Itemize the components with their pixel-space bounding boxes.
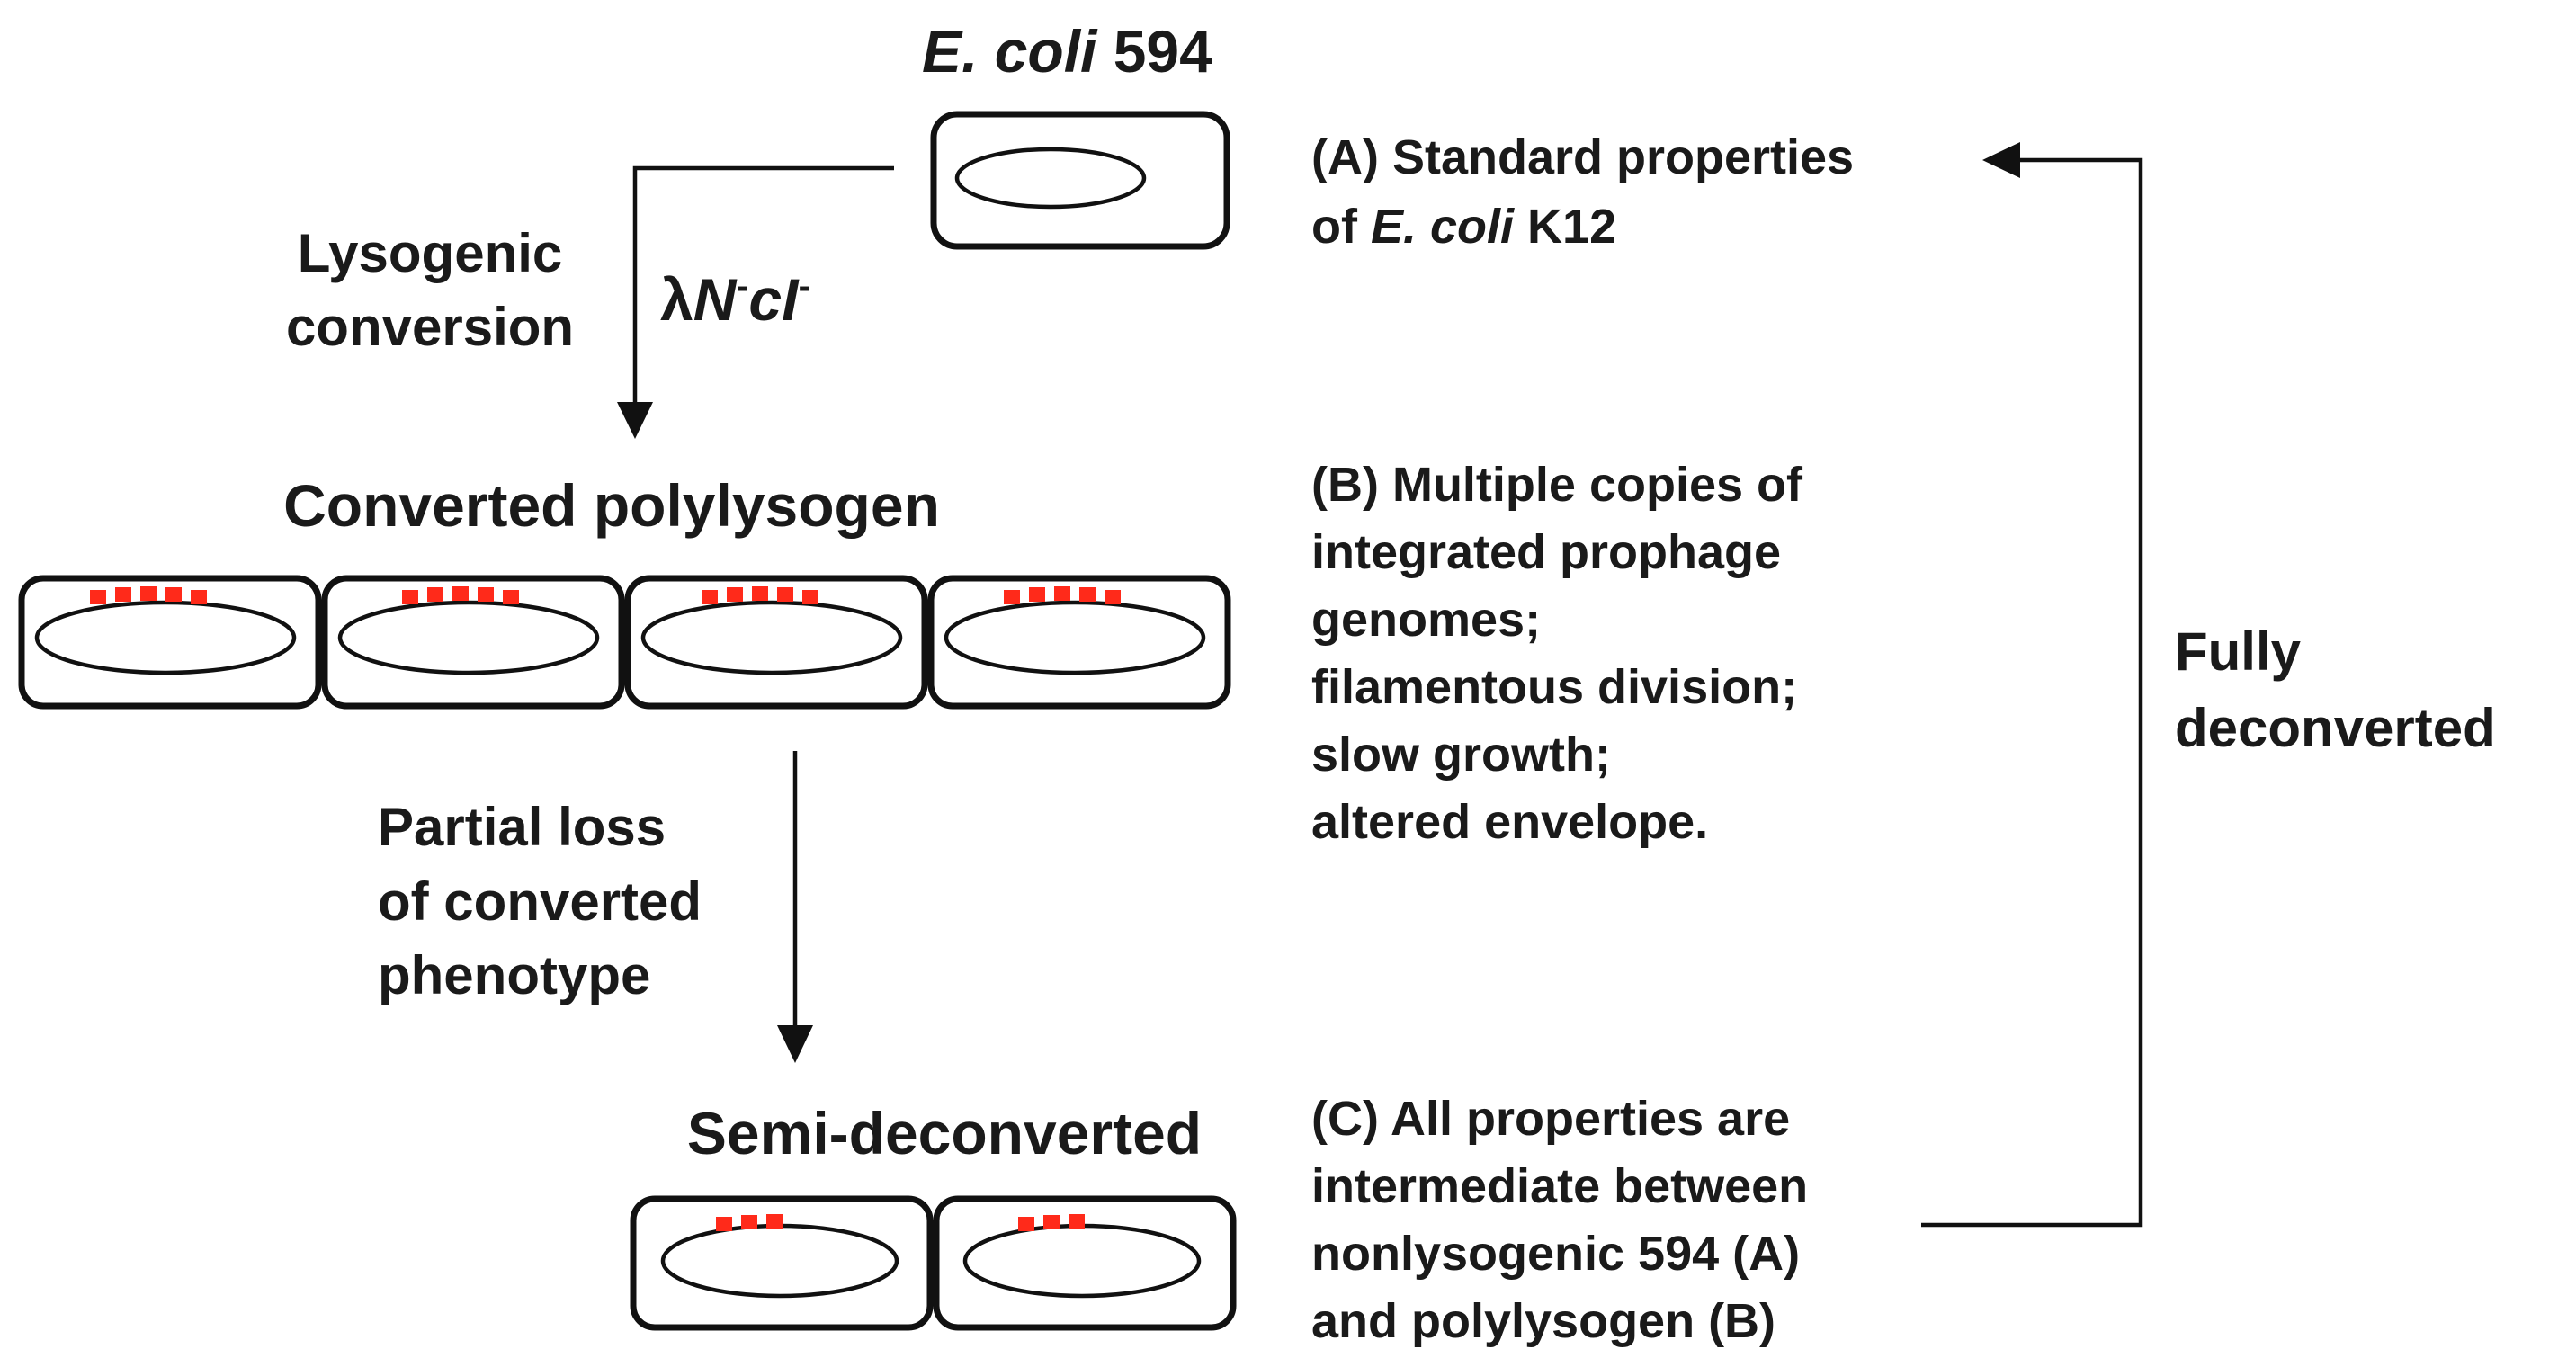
svg-text:filamentous division;: filamentous division;	[1311, 660, 1797, 714]
svg-text:(B) Multiple copies of: (B) Multiple copies of	[1311, 458, 1803, 512]
svg-text:nonlysogenic 594 (A): nonlysogenic 594 (A)	[1311, 1227, 1800, 1281]
lysogenic-label-line1: Lysogenic	[298, 223, 563, 283]
partial-loss-arrow	[777, 751, 813, 1063]
partial-label-line3: phenotype	[378, 945, 650, 1005]
lysogenic-conversion-arrow	[617, 165, 894, 439]
svg-text:(C) All properties are: (C) All properties are	[1311, 1092, 1790, 1146]
prophage-marker	[1029, 587, 1045, 602]
svg-text:integrated prophage: integrated prophage	[1311, 525, 1781, 579]
svg-text:(A) Standard properties: (A) Standard properties	[1311, 130, 1854, 184]
top-cell	[930, 111, 1230, 250]
prophage-marker	[727, 587, 743, 602]
property-c-text: (C) All properties are intermediate betw…	[1311, 1092, 1808, 1348]
svg-text:genomes;: genomes;	[1311, 593, 1541, 647]
full-label-line1: Fully	[2175, 621, 2302, 682]
svg-text:and polylysogen (B): and polylysogen (B)	[1311, 1294, 1775, 1348]
polylysogen-filament	[18, 575, 1231, 710]
prophage-marker	[165, 587, 182, 602]
svg-text:slow growth;: slow growth;	[1311, 728, 1611, 782]
top-strain-label: E. coli 594	[922, 18, 1212, 85]
bottom-strain-title: Semi-deconverted	[687, 1100, 1202, 1166]
semi-deconverted-filament	[630, 1195, 1237, 1331]
prophage-marker	[702, 590, 718, 604]
partial-label-line1: Partial loss	[378, 797, 666, 857]
prophage-marker	[1054, 586, 1070, 601]
full-label-line2: deconverted	[2175, 698, 2496, 758]
svg-text:altered envelope.: altered envelope.	[1311, 795, 1708, 849]
prophage-marker	[1079, 587, 1096, 602]
prophage-marker	[1004, 590, 1020, 604]
phage-genotype-label: λN-cI-	[660, 264, 810, 333]
prophage-marker	[777, 587, 793, 602]
prophage-marker	[716, 1217, 732, 1231]
prophage-marker	[115, 587, 131, 602]
prophage-marker	[427, 587, 443, 602]
lysogenic-label-line2: conversion	[286, 297, 574, 357]
prophage-marker	[1105, 590, 1121, 604]
prophage-marker	[766, 1214, 783, 1229]
property-a-text: (A) Standard properties of E. coli K12	[1311, 130, 1854, 254]
middle-strain-title: Converted polylysogen	[283, 472, 940, 539]
prophage-copies-middle	[90, 586, 1121, 604]
partial-label-line2: of converted	[378, 871, 702, 932]
prophage-marker	[503, 590, 519, 604]
prophage-marker	[478, 587, 494, 602]
property-b-text: (B) Multiple copies of integrated propha…	[1311, 458, 1803, 849]
prophage-marker	[1018, 1217, 1034, 1231]
prophage-marker	[1069, 1214, 1085, 1229]
prophage-marker	[140, 586, 157, 601]
prophage-marker	[802, 590, 818, 604]
svg-text:of E. coli K12: of E. coli K12	[1311, 200, 1616, 254]
prophage-marker	[741, 1215, 757, 1229]
prophage-marker	[452, 586, 469, 601]
prophage-marker	[752, 586, 768, 601]
prophage-marker	[191, 590, 207, 604]
svg-text:intermediate between: intermediate between	[1311, 1159, 1808, 1213]
prophage-marker	[1043, 1215, 1060, 1229]
prophage-copies-bottom	[716, 1214, 1085, 1231]
fully-deconverted-arrow	[1921, 142, 2143, 1228]
prophage-marker	[90, 590, 106, 604]
prophage-marker	[402, 590, 418, 604]
